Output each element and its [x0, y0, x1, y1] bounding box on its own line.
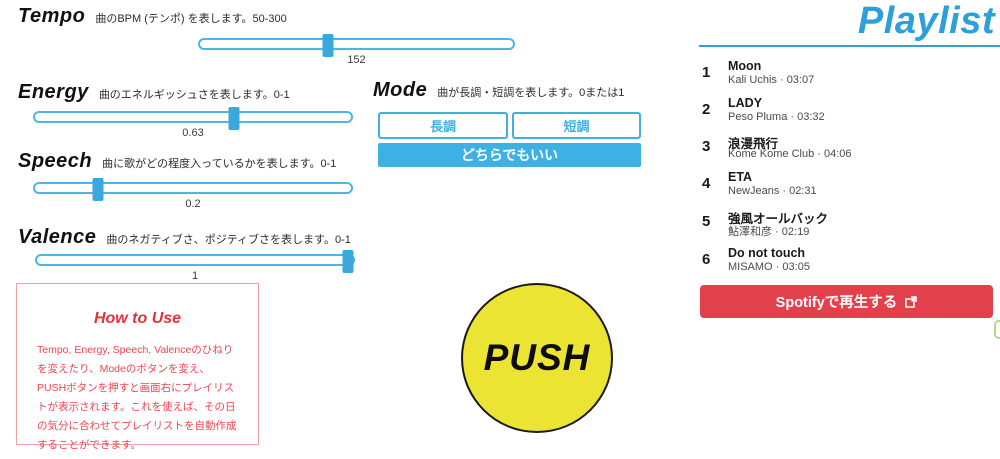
- tempo-title: Tempo: [18, 5, 86, 27]
- playlist-title: Playlist: [857, 0, 995, 42]
- spotify-play-button[interactable]: Spotifyで再生する: [700, 285, 993, 318]
- track-number: 6: [702, 251, 711, 268]
- valence-slider-track[interactable]: [35, 250, 355, 273]
- energy-slider[interactable]: 0.63: [33, 107, 353, 139]
- playlist-item[interactable]: 6 Do not touch MISAMO · 03:05: [700, 246, 993, 282]
- speech-description: 曲に歌がどの程度入っているかを表します。0-1: [102, 158, 337, 170]
- track-number: 2: [702, 101, 711, 118]
- playlist-item[interactable]: 1 Moon Kali Uchis · 03:07: [700, 59, 993, 95]
- track-title: ETA: [728, 170, 753, 184]
- tempo-description: 曲のBPM (テンポ) を表します。50-300: [95, 13, 287, 25]
- track-title: 浪漫飛行: [728, 137, 779, 151]
- tempo-slider-value: 152: [347, 54, 366, 66]
- mode-major-button[interactable]: 長調: [378, 112, 508, 139]
- external-link-icon: [905, 295, 918, 308]
- speech-slider-value: 0.2: [185, 198, 201, 210]
- speech-slider-track[interactable]: [33, 178, 353, 201]
- speech-slider-handle[interactable]: [92, 178, 104, 201]
- track-meta: 鮎澤和彦 · 02:19: [728, 226, 810, 238]
- mode-either-button[interactable]: どちらでもいい: [378, 143, 641, 167]
- valence-section-header: Valence 曲のネガティブさ、ポジティブさを表します。0-1: [18, 226, 351, 249]
- mode-section-header: Mode 曲が長調・短調を表します。0または1: [373, 79, 624, 102]
- track-meta: Kome Kome Club · 04:06: [728, 148, 852, 160]
- playlist-item[interactable]: 5 強風オールバック 鮎澤和彦 · 02:19: [700, 208, 993, 244]
- track-meta: Kali Uchis · 03:07: [728, 74, 815, 86]
- tempo-section-header: Tempo 曲のBPM (テンポ) を表します。50-300: [18, 5, 287, 28]
- speech-section-header: Speech 曲に歌がどの程度入っているかを表します。0-1: [18, 150, 336, 173]
- speech-slider[interactable]: 0.2: [33, 178, 353, 210]
- track-meta: Peso Pluma · 03:32: [728, 111, 825, 123]
- push-button[interactable]: PUSH: [461, 283, 613, 433]
- how-to-use-panel: How to Use Tempo, Energy, Speech, Valenc…: [16, 283, 259, 451]
- energy-slider-track[interactable]: [33, 107, 353, 130]
- valence-slider[interactable]: 1: [35, 250, 355, 282]
- playlist-item[interactable]: 4 ETA NewJeans · 02:31: [700, 170, 993, 206]
- valence-description: 曲のネガティブさ、ポジティブさを表します。0-1: [106, 234, 351, 246]
- track-meta: MISAMO · 03:05: [728, 261, 810, 273]
- track-title: 強風オールバック: [728, 212, 829, 226]
- how-to-use-title: How to Use: [93, 310, 182, 327]
- playlist-item[interactable]: 2 LADY Peso Pluma · 03:32: [700, 96, 993, 132]
- tempo-slider-track[interactable]: [198, 34, 515, 57]
- mode-title: Mode: [373, 79, 428, 101]
- playlist-divider: [699, 45, 1000, 47]
- track-number: 4: [702, 175, 711, 192]
- valence-title: Valence: [18, 226, 97, 248]
- track-title: LADY: [728, 96, 763, 110]
- valence-slider-value: 1: [191, 270, 199, 282]
- playlist-item[interactable]: 3 浪漫飛行 Kome Kome Club · 04:06: [700, 133, 993, 169]
- energy-description: 曲のエネルギッシュさを表します。0-1: [98, 89, 290, 101]
- speech-title: Speech: [18, 150, 93, 172]
- energy-slider-handle[interactable]: [228, 107, 240, 130]
- valence-slider-handle[interactable]: [342, 250, 354, 273]
- energy-section-header: Energy 曲のエネルギッシュさを表します。0-1: [18, 81, 290, 104]
- track-title: Do not touch: [728, 246, 806, 260]
- push-button-label: PUSH: [483, 337, 591, 378]
- mode-description: 曲が長調・短調を表します。0または1: [437, 87, 625, 99]
- spotify-play-label: Spotifyで再生する: [775, 295, 898, 311]
- track-meta: NewJeans · 02:31: [728, 185, 817, 197]
- energy-slider-value: 0.63: [182, 127, 204, 139]
- track-title: Moon: [728, 59, 762, 73]
- share-button-fragment[interactable]: [994, 320, 1000, 339]
- track-number: 3: [702, 138, 711, 155]
- tempo-slider-handle[interactable]: [322, 34, 334, 57]
- energy-title: Energy: [18, 81, 89, 103]
- track-number: 5: [702, 213, 711, 230]
- how-to-use-body: Tempo, Energy, Speech, Valenceのひねりを変えたり、…: [37, 344, 237, 451]
- tempo-slider[interactable]: 152: [198, 34, 515, 66]
- track-number: 1: [702, 64, 711, 81]
- mode-minor-button[interactable]: 短調: [512, 112, 641, 139]
